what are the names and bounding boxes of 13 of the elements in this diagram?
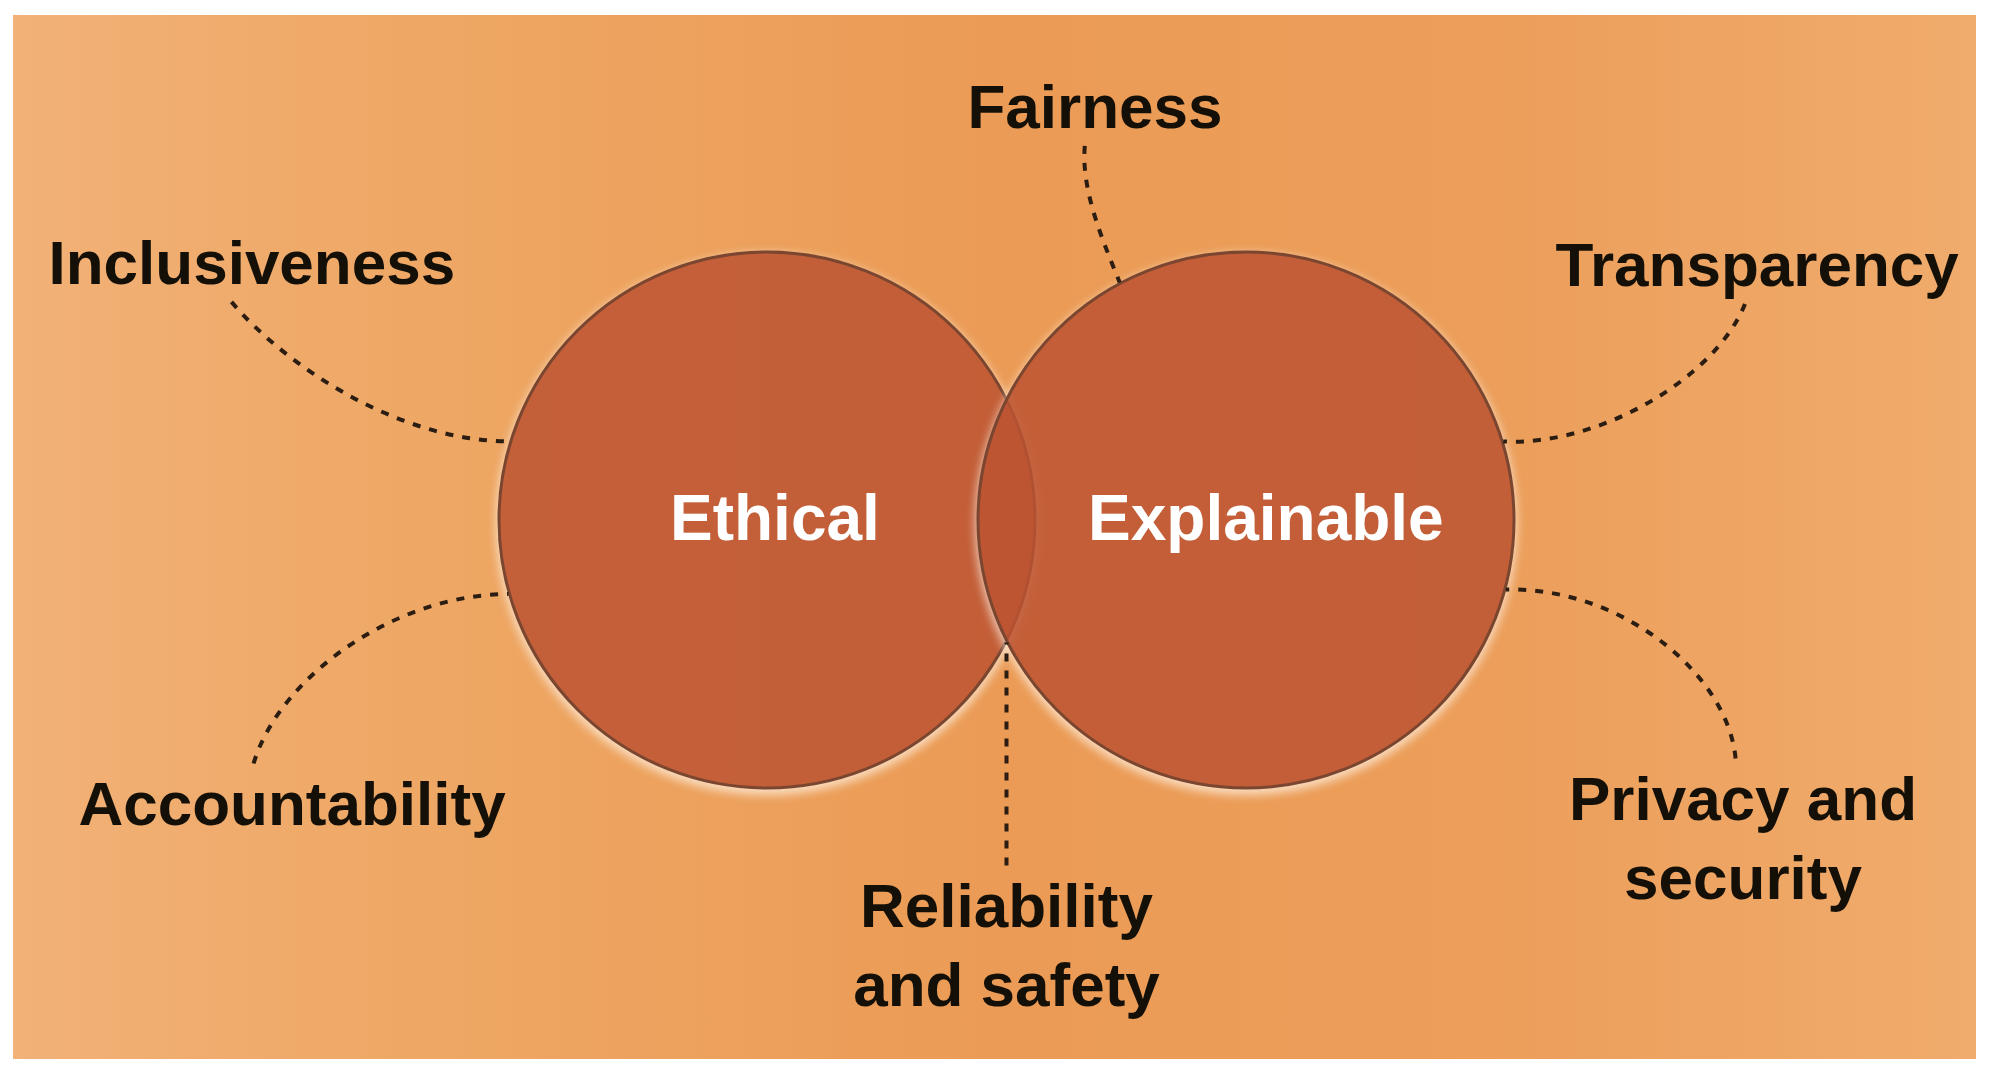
principle-label: Accountability <box>78 763 506 843</box>
principle-label: Privacy and security <box>1558 758 1928 918</box>
principle-label: Fairness <box>967 66 1223 146</box>
circle-label: Ethical <box>670 480 880 556</box>
principle-label: Reliability and safety <box>841 865 1172 1025</box>
leader-line <box>1004 642 1009 866</box>
circle-label: Explainable <box>1088 480 1444 556</box>
leader-line <box>1505 587 1738 759</box>
leader-line <box>251 592 509 765</box>
principle-label: Inclusiveness <box>48 222 456 302</box>
leader-line <box>1082 145 1122 284</box>
principle-label: Transparency <box>1555 224 1959 304</box>
leader-line <box>1503 303 1747 444</box>
